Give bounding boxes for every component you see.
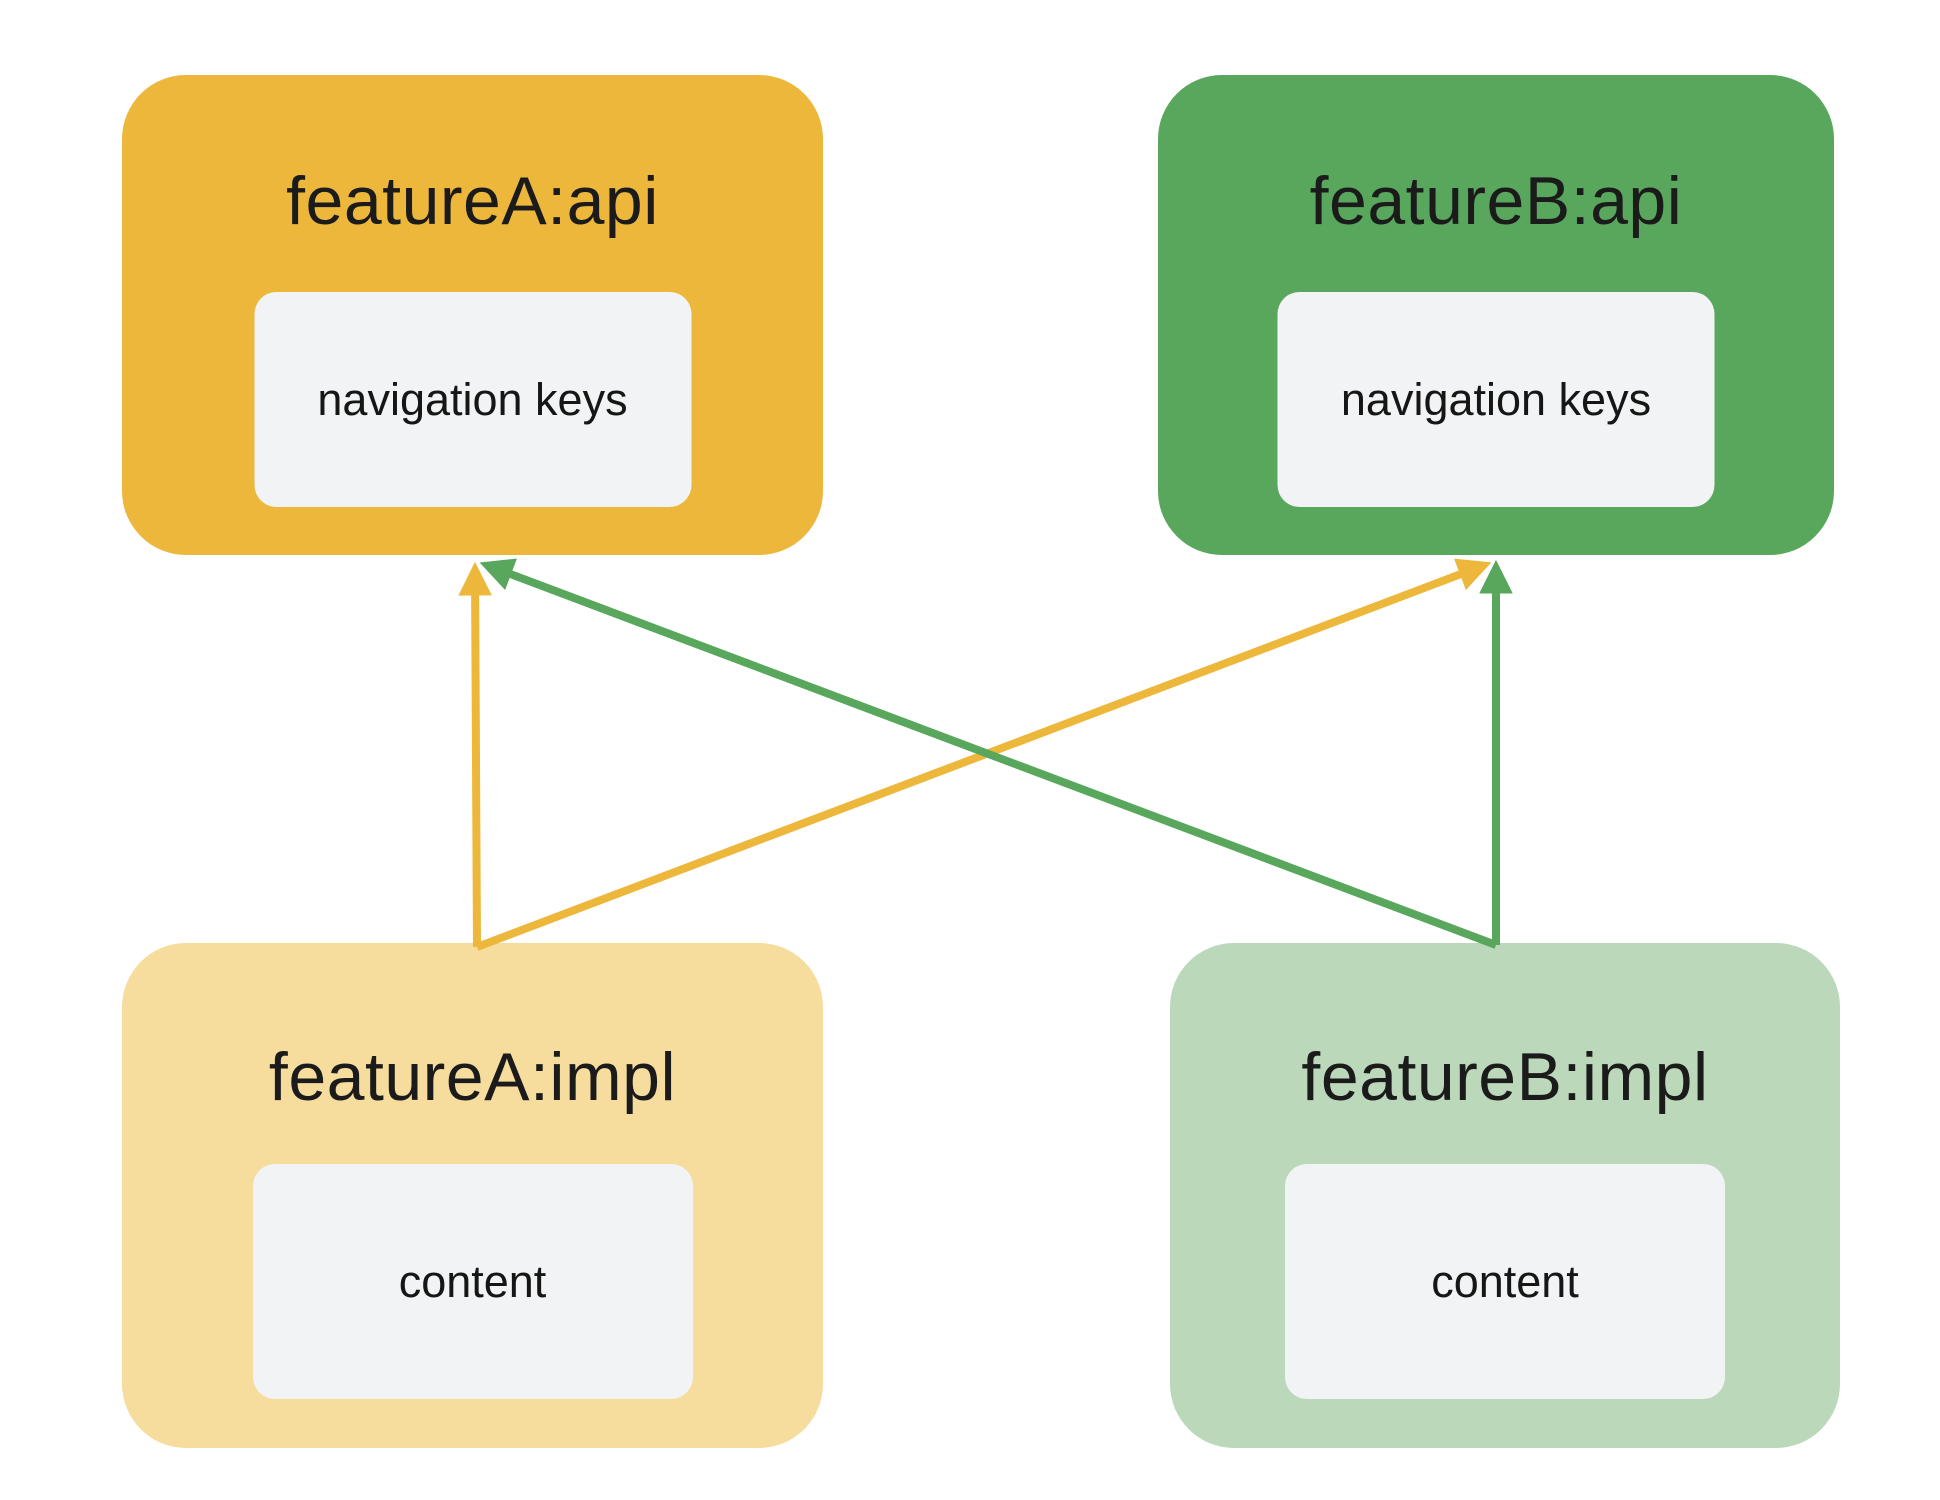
node-featureA-impl-title: featureA:impl <box>268 1039 677 1115</box>
node-featureA-impl: featureA:impl content <box>122 943 823 1448</box>
node-featureB-api-title: featureB:api <box>1309 163 1683 239</box>
node-featureA-impl-chip: content <box>252 1164 693 1399</box>
node-featureA-impl-chip-label: content <box>398 1255 547 1307</box>
node-featureA-api-chip-label: navigation keys <box>317 373 628 425</box>
node-featureB-impl-chip: content <box>1285 1164 1725 1399</box>
node-featureA-api-chip: navigation keys <box>254 292 691 507</box>
node-featureB-impl: featureB:impl content <box>1170 943 1840 1448</box>
node-featureB-api-chip: navigation keys <box>1277 292 1715 507</box>
edge-featureAimpl-to-featureBapi <box>475 558 1492 951</box>
node-featureB-api: featureB:api navigation keys <box>1158 75 1834 555</box>
edge-featureBimpl-to-featureAapi <box>479 558 1498 949</box>
node-featureB-api-chip-label: navigation keys <box>1340 373 1652 425</box>
node-featureB-impl-chip-label: content <box>1431 1255 1579 1307</box>
node-featureB-impl-title: featureB:impl <box>1301 1039 1709 1115</box>
edge-featureAimpl-to-featureAapi <box>458 561 492 948</box>
node-featureA-api-title: featureA:api <box>286 163 659 239</box>
node-featureA-api: featureA:api navigation keys <box>122 75 823 555</box>
